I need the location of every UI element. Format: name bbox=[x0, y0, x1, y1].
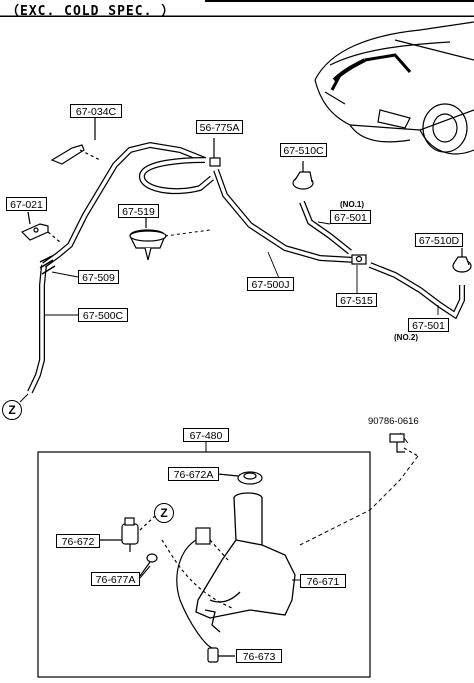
cap-76-672A bbox=[217, 471, 263, 485]
label-67-034C: 67-034C bbox=[70, 104, 122, 118]
label-90786-0616: 90786-0616 bbox=[368, 416, 419, 427]
nozzle-67-510C bbox=[292, 161, 314, 190]
tank-76-671 bbox=[195, 492, 296, 633]
label-67-509: 67-509 bbox=[78, 270, 119, 284]
z-marker-bottom: Z bbox=[154, 503, 174, 523]
sensor-76-673 bbox=[207, 647, 235, 663]
label-67-510D: 67-510D bbox=[415, 233, 463, 247]
grommet-76-677A bbox=[139, 553, 158, 577]
label-76-671: 76-671 bbox=[300, 574, 346, 588]
label-76-677A: 76-677A bbox=[91, 572, 140, 586]
note-no2: (NO.2) bbox=[394, 333, 418, 342]
label-56-775A: 56-775A bbox=[196, 120, 243, 134]
clip-67-034C bbox=[50, 118, 101, 165]
label-76-673: 76-673 bbox=[236, 649, 282, 663]
label-67-021: 67-021 bbox=[6, 197, 47, 211]
hose-67-500C bbox=[27, 264, 47, 394]
leader-67-519 bbox=[164, 229, 211, 237]
grommet-67-519 bbox=[129, 218, 167, 261]
label-67-500J: 67-500J bbox=[247, 277, 294, 291]
hose-loop bbox=[139, 157, 214, 195]
label-67-519: 67-519 bbox=[118, 204, 159, 218]
leader-lines bbox=[44, 221, 439, 444]
clip-67-021 bbox=[20, 211, 61, 243]
label-67-515: 67-515 bbox=[336, 293, 377, 307]
bolt-90786 bbox=[389, 433, 419, 457]
nozzle-67-510D bbox=[452, 248, 472, 273]
leader-76-677A bbox=[139, 565, 151, 579]
label-76-672: 76-672 bbox=[56, 534, 100, 548]
header-bar: （EXC. COLD SPEC. ） bbox=[0, 0, 474, 19]
z-marker-top: Z bbox=[2, 400, 22, 420]
car-illustration bbox=[314, 21, 474, 155]
label-67-501-no1: 67-501 bbox=[330, 210, 371, 224]
joint-56-775A bbox=[209, 138, 221, 167]
hose-67-501-no2 bbox=[368, 262, 465, 320]
connector-67-515 bbox=[351, 254, 367, 265]
hose-67-509 bbox=[39, 141, 207, 275]
bolt-dash bbox=[299, 455, 419, 546]
label-76-672A: 76-672A bbox=[168, 467, 219, 481]
spec-title: （EXC. COLD SPEC. ） bbox=[6, 4, 176, 19]
hose-67-501-no1 bbox=[299, 200, 352, 255]
label-67-500C: 67-500C bbox=[78, 308, 128, 322]
wire-harness bbox=[161, 527, 233, 649]
hose-67-500J bbox=[213, 168, 356, 263]
note-no1: (NO.1) bbox=[340, 200, 364, 209]
z-leader bbox=[19, 393, 29, 403]
pump-76-672 bbox=[100, 515, 156, 552]
label-67-480: 67-480 bbox=[183, 428, 229, 442]
label-67-501-no2: 67-501 bbox=[408, 318, 449, 332]
label-67-510C: 67-510C bbox=[280, 143, 327, 157]
header-rule bbox=[0, 0, 474, 17]
reservoir-box bbox=[37, 451, 371, 678]
